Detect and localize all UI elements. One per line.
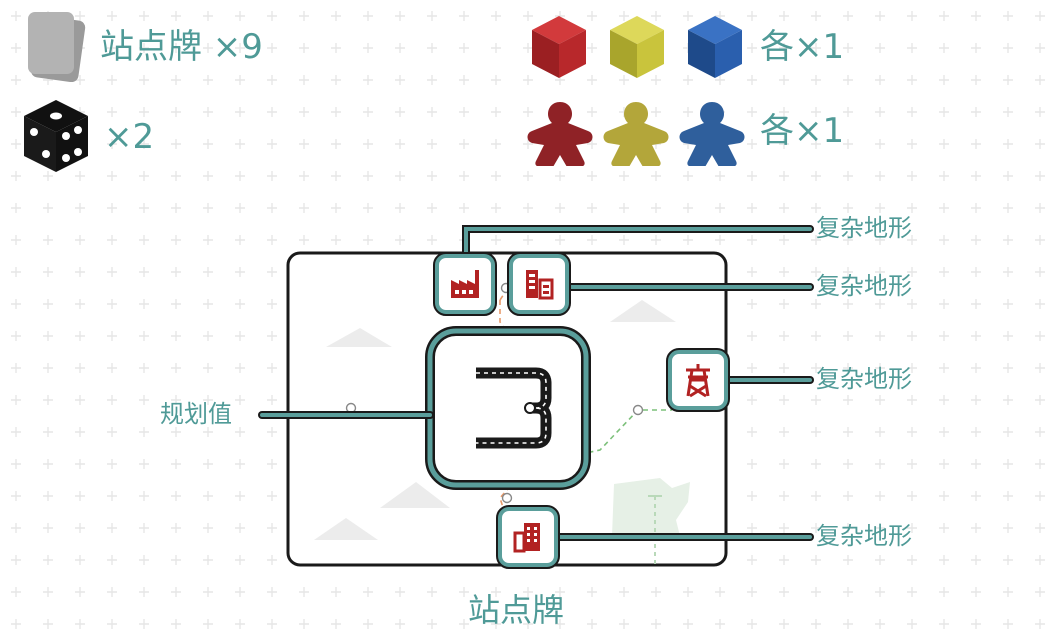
terrain-callout-label: 复杂地形: [816, 522, 912, 550]
blue-cube-icon: [684, 14, 746, 80]
cubes-count-label: 各×1: [760, 27, 845, 67]
power-tower-icon: [680, 362, 716, 398]
card-stack-icon: [22, 10, 94, 82]
red-cube-icon: [528, 14, 590, 80]
terrain-callout-label: 复杂地形: [816, 272, 912, 300]
die-icon: [16, 96, 96, 176]
factory-icon: [447, 266, 483, 302]
terrain-callout-label: 复杂地形: [816, 365, 912, 393]
apartment-building-icon: [510, 519, 546, 555]
cards-count-label: 站点牌 ×9: [100, 27, 263, 67]
red-meeple-icon: [524, 98, 596, 166]
station-card-title: 站点牌: [468, 591, 565, 629]
yellow-cube-icon: [606, 14, 668, 80]
planning-value-label: 规划值: [160, 400, 232, 428]
blue-meeple-icon: [676, 98, 748, 166]
meeples-count-label: 各×1: [760, 111, 845, 151]
yellow-meeple-icon: [600, 98, 672, 166]
dice-count-label: ×2: [104, 117, 155, 157]
office-building-icon: [521, 266, 557, 302]
terrain-callout-label: 复杂地形: [816, 214, 912, 242]
